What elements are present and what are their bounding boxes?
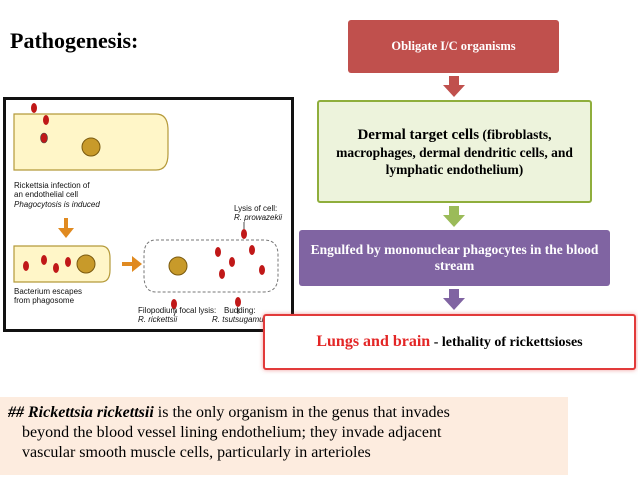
- note-organism: Rickettsia rickettsii: [28, 404, 154, 421]
- flow-box-obligate-text: Obligate I/C organisms: [391, 39, 516, 53]
- bacterium: [241, 229, 247, 239]
- dermal-target-cells-heading: Dermal target cells: [357, 126, 480, 143]
- bacterium: [23, 261, 29, 271]
- label-escape: Bacterium escapes from phagosome: [14, 287, 83, 305]
- note-line1-rest: is the only organism in the genus that i…: [153, 404, 450, 421]
- down-arrow-icon: [443, 289, 465, 310]
- label-budding: Budding:: [224, 306, 256, 315]
- note-line-2: beyond the blood vessel lining endotheli…: [22, 424, 442, 441]
- label-filopodium: Filopodium focal lysis:: [138, 306, 217, 315]
- bacterium: [43, 115, 49, 125]
- bacterium-phagosome: [40, 132, 48, 144]
- bacterium: [53, 263, 59, 273]
- lethality-text: - lethality of rickettsioses: [430, 335, 583, 350]
- bacterium: [229, 257, 235, 267]
- page-title: Pathogenesis:: [10, 28, 139, 53]
- flow-box-engulfed-text: Engulfed by mononuclear phagocytes in th…: [310, 242, 599, 273]
- rickettsia-infection-illustration: Rickettsia infection of an endothelial c…: [3, 97, 294, 332]
- rickettsia-note: ## Rickettsia rickettsii is the only org…: [0, 397, 568, 475]
- flow-box-lungs-brain: Lungs and brain - lethality of rickettsi…: [263, 314, 636, 370]
- label-filopodium-species: R. rickettsii: [138, 315, 178, 324]
- label-lysis: Lysis of cell:: [234, 204, 278, 213]
- label-lysis-species: R. prowazekii: [234, 213, 283, 222]
- bacterium: [235, 297, 241, 307]
- flow-box-engulfed: Engulfed by mononuclear phagocytes in th…: [299, 230, 610, 286]
- bacterium: [259, 265, 265, 275]
- bacterium: [31, 103, 37, 113]
- flow-box-lungs-brain-text: Lungs and brain - lethality of rickettsi…: [316, 333, 582, 351]
- bacterium: [249, 245, 255, 255]
- flow-box-dermal-target-cells: Dermal target cells (fibroblasts, macrop…: [317, 100, 592, 203]
- illustration-drawing: [13, 103, 279, 317]
- label-budding-species: R. tsutsugamushi: [212, 315, 274, 324]
- down-arrow-icon: [443, 206, 465, 227]
- label-infection: Rickettsia infection of an endothelial c…: [14, 181, 90, 199]
- label-phagocytosis: Phagocytosis is induced: [14, 200, 100, 209]
- dermal-target-cells-detail: (fibroblasts, macrophages, dermal dendri…: [336, 126, 573, 177]
- note-line-1: ## Rickettsia rickettsii is the only org…: [8, 403, 560, 423]
- bacterium: [219, 269, 225, 279]
- right-arrow-icon: [122, 256, 142, 272]
- down-arrow-icon: [443, 76, 465, 97]
- pointer-line: [173, 309, 177, 317]
- nucleus-top: [81, 137, 101, 157]
- note-line-3: vascular smooth muscle cells, particular…: [22, 444, 371, 461]
- flow-box-dermal-text: Dermal target cells (fibroblasts, macrop…: [329, 126, 580, 178]
- lungs-and-brain-highlight: Lungs and brain: [316, 333, 431, 350]
- bacterium: [41, 255, 47, 265]
- down-arrow-icon: [58, 218, 74, 238]
- nucleus-middle: [76, 254, 96, 274]
- bacterium: [171, 299, 177, 309]
- nucleus-right: [168, 256, 188, 276]
- note-prefix: ##: [8, 404, 28, 421]
- bacterium: [65, 257, 71, 267]
- lysing-cell: [143, 239, 279, 293]
- bacterium: [215, 247, 221, 257]
- flow-box-obligate: Obligate I/C organisms: [348, 20, 559, 73]
